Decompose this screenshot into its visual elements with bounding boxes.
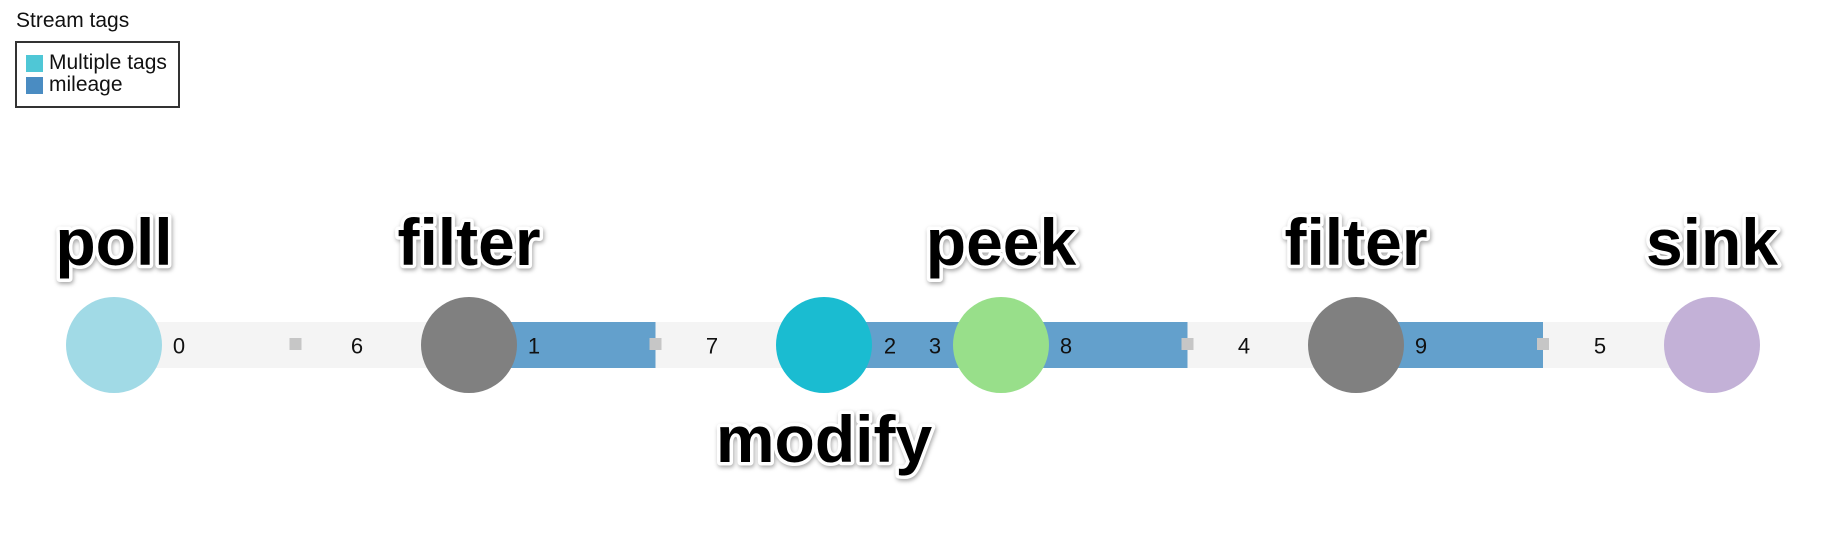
- edge-label: 0: [173, 334, 185, 359]
- legend-title: Stream tags: [16, 9, 130, 32]
- edge-label: 9: [1415, 334, 1427, 359]
- legend: Multiple tags mileage: [15, 41, 180, 108]
- node-filter-1[interactable]: [421, 297, 517, 393]
- edge-label: 4: [1238, 334, 1250, 359]
- legend-item-multiple-tags: Multiple tags: [26, 52, 167, 74]
- edge-port-marker: [289, 338, 302, 350]
- edge-port-marker: [649, 338, 662, 350]
- node-filter-2[interactable]: [1308, 297, 1404, 393]
- edge-port-marker: [1537, 338, 1549, 350]
- edge-port-marker: [1181, 338, 1194, 350]
- node-peek[interactable]: [953, 297, 1049, 393]
- legend-label: Multiple tags: [49, 51, 167, 74]
- edge-label: 2: [884, 334, 896, 359]
- edge-label: 1: [528, 334, 540, 359]
- legend-label: mileage: [49, 73, 123, 96]
- legend-item-mileage: mileage: [26, 74, 123, 96]
- node-label-filter-2: filter: [1284, 205, 1427, 279]
- edge-label: 5: [1594, 334, 1606, 359]
- edge-label: 7: [706, 334, 718, 359]
- node-label-modify: modify: [716, 402, 933, 476]
- edge-label: 3: [929, 334, 941, 359]
- legend-swatch-multiple-tags: [26, 54, 43, 72]
- node-sink[interactable]: [1664, 297, 1760, 393]
- node-label-peek: peek: [926, 205, 1077, 279]
- edge-label: 6: [351, 334, 363, 359]
- node-label-filter-1: filter: [397, 205, 540, 279]
- node-poll[interactable]: [66, 297, 162, 393]
- node-label-poll: poll: [55, 205, 172, 279]
- node-modify[interactable]: [776, 297, 872, 393]
- node-label-sink: sink: [1646, 205, 1778, 279]
- legend-swatch-mileage: [26, 76, 43, 94]
- edge-label: 8: [1060, 334, 1072, 359]
